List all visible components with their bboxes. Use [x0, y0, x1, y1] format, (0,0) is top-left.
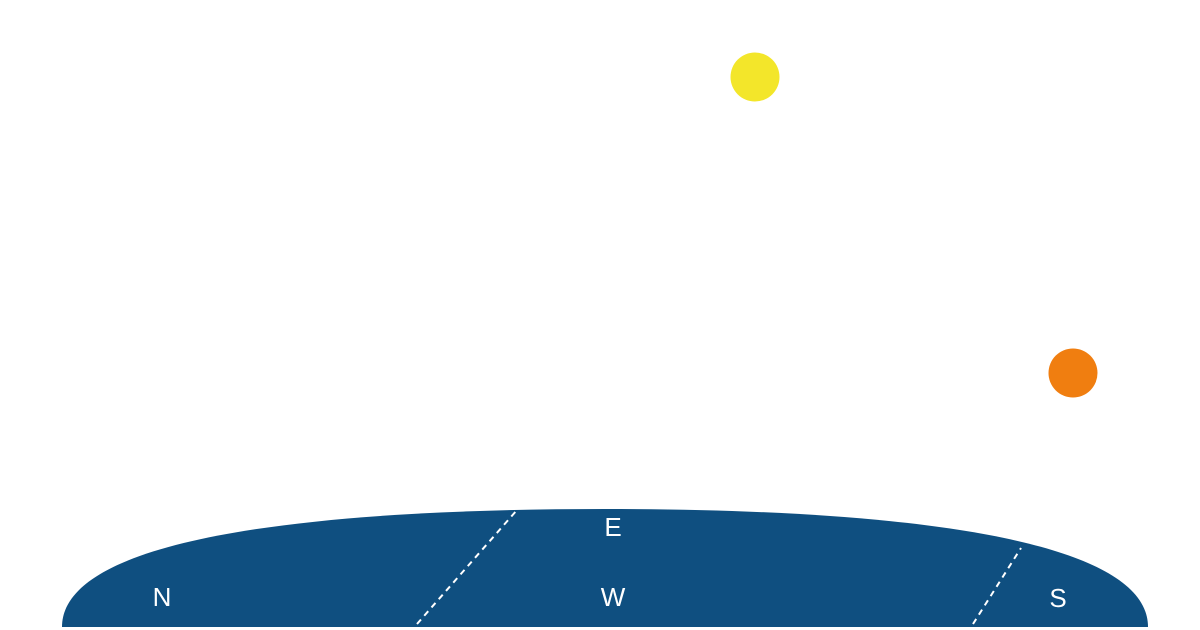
divider-line-right [972, 547, 1022, 625]
setting-sun-icon [1048, 348, 1098, 398]
compass-label-south: S [1049, 583, 1066, 613]
compass-label-north: N [153, 582, 172, 612]
sun-icon [730, 52, 780, 102]
divider-line-left [416, 509, 518, 625]
compass-label-west: W [601, 582, 626, 612]
compass-label-east: E [604, 512, 621, 542]
ground-ellipse [62, 509, 1148, 627]
